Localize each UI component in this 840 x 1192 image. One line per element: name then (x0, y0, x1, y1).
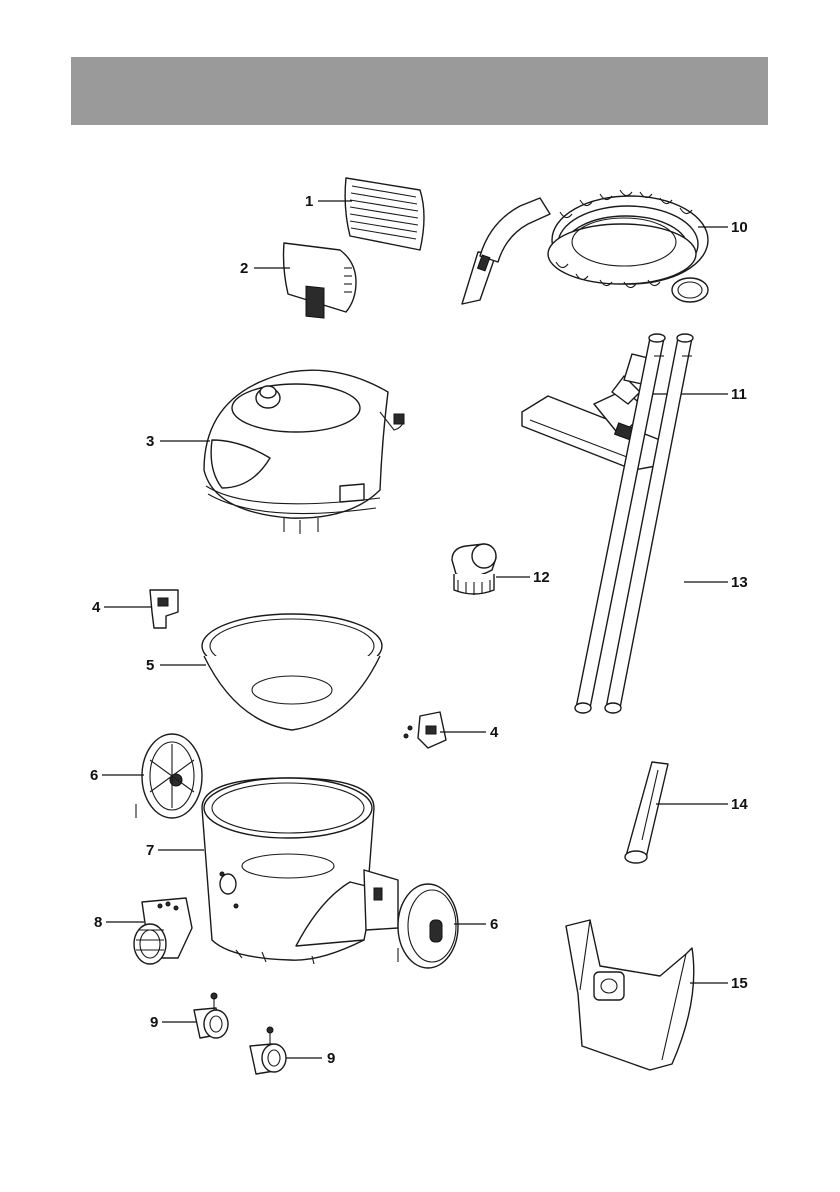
part-label-14: 14 (731, 796, 748, 813)
part-label-4b: 4 (490, 724, 499, 741)
part-label-5: 5 (146, 657, 154, 674)
part-label-3: 3 (146, 433, 154, 450)
hose-inlet-drawing (134, 898, 192, 964)
part-label-8: 8 (94, 914, 102, 931)
dusting-brush-drawing (452, 544, 496, 595)
part-label-7: 7 (146, 842, 154, 859)
side-cap-left-drawing (136, 734, 202, 818)
part-label-1: 1 (305, 193, 313, 210)
latch-left-drawing (150, 590, 178, 628)
part-label-2: 2 (240, 260, 248, 277)
filter-basket-drawing (202, 614, 382, 730)
filter-frame-drawing (284, 243, 357, 318)
side-cap-right-drawing (398, 884, 458, 968)
part-label-4a: 4 (92, 599, 101, 616)
part-label-11: 11 (731, 386, 747, 403)
part-label-10: 10 (731, 219, 748, 236)
part-label-6b: 6 (490, 916, 498, 933)
filter-grille-drawing (345, 178, 424, 250)
part-label-13: 13 (731, 574, 748, 591)
caster-b-drawing (250, 1027, 286, 1074)
crevice-tool-drawing (625, 762, 668, 863)
latch-right-drawing (404, 712, 446, 748)
part-label-15: 15 (731, 975, 748, 992)
tank-body-drawing (202, 778, 398, 964)
part-label-9b: 9 (327, 1050, 335, 1067)
part-label-9a: 9 (150, 1014, 158, 1031)
caster-a-drawing (194, 993, 228, 1038)
part-label-6a: 6 (90, 767, 98, 784)
hose-drawing (462, 190, 708, 304)
part-label-12: 12 (533, 569, 550, 586)
dust-bag-drawing (566, 920, 694, 1070)
motor-head-drawing (204, 370, 404, 534)
